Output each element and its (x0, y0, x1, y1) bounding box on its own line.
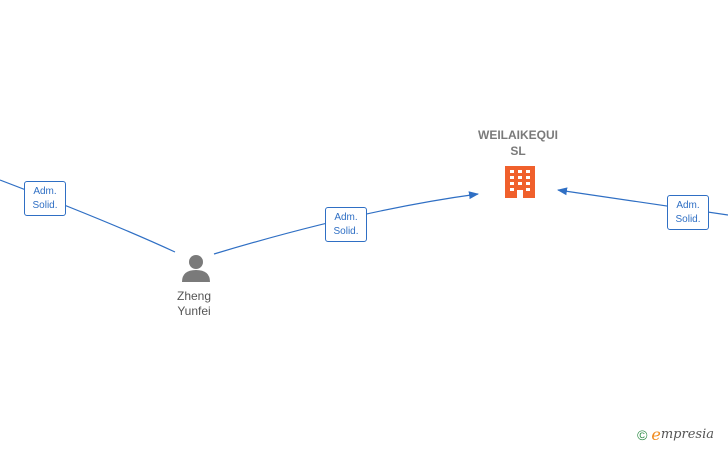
relation-badge-right[interactable]: Adm. Solid. (667, 195, 709, 230)
relation-role: Adm. (33, 186, 57, 197)
building-icon[interactable] (505, 166, 535, 198)
brand-text: mpresia (660, 427, 714, 442)
company-name-line1: WEILAIKEQUI (478, 128, 558, 142)
relation-badge-left[interactable]: Adm. Solid. (24, 181, 66, 216)
relation-type: Solid. (333, 226, 359, 237)
company-name[interactable]: WEILAIKEQUI SL (468, 127, 568, 159)
person-icon[interactable] (182, 255, 210, 282)
brand-initial: e (651, 425, 661, 444)
relation-type: Solid. (675, 214, 701, 225)
copyright-icon: © (637, 426, 648, 443)
relation-badge-person-company[interactable]: Adm. Solid. (325, 207, 367, 242)
relation-role: Adm. (334, 212, 358, 223)
company-name-line2: SL (510, 144, 526, 158)
relation-role: Adm. (676, 200, 700, 211)
person-name[interactable]: Zheng Yunfei (176, 289, 212, 318)
relation-type: Solid. (32, 200, 58, 211)
